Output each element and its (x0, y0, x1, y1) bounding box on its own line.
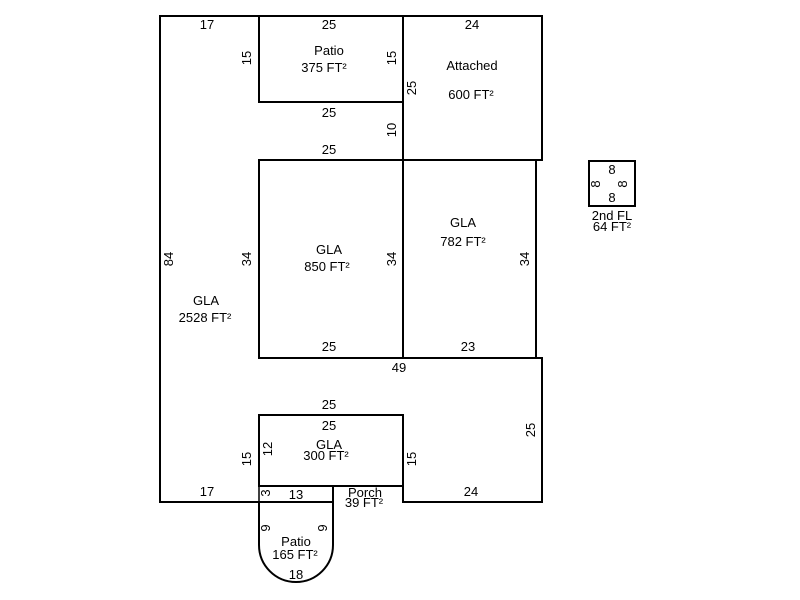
gla-300-area: 300 FT² (303, 448, 349, 463)
dim-gla782-bottom: 23 (461, 339, 475, 354)
dim-second-fl-top: 8 (608, 162, 615, 177)
dim-mid-49: 49 (392, 360, 406, 375)
dim-gla300-outer-top: 25 (322, 397, 336, 412)
dim-gla300-left: 12 (260, 442, 275, 456)
attached-label: Attached (446, 58, 497, 73)
second-floor-room (588, 160, 636, 207)
dim-gap-10: 10 (384, 123, 399, 137)
gla-main-label: GLA (193, 293, 219, 308)
dim-patio-bottom-bottom: 18 (289, 567, 303, 582)
patio-bottom-label: Patio (281, 534, 311, 549)
dim-patio-top-left: 15 (239, 51, 254, 65)
dim-second-fl-bottom: 8 (608, 190, 615, 205)
dim-gla782-right: 34 (517, 252, 532, 266)
gla-main-area: 2528 FT² (179, 310, 232, 325)
dim-porch-3: 3 (258, 489, 273, 496)
dim-gla300-top: 25 (322, 418, 336, 433)
dim-gla850-left: 34 (239, 252, 254, 266)
dim-patio-top-bottom: 25 (322, 105, 336, 120)
gla-782-area: 782 FT² (440, 234, 486, 249)
gla-850-label: GLA (316, 242, 342, 257)
attached-area: 600 FT² (448, 87, 494, 102)
dim-porch-13: 13 (289, 487, 303, 502)
patio-top-label: Patio (314, 43, 344, 58)
dim-patio-top-right: 15 (384, 51, 399, 65)
dim-gla300-right: 15 (404, 452, 419, 466)
dim-patio-bottom-left: 9 (258, 524, 273, 531)
gla-300-label: GLA (316, 437, 342, 452)
dim-attached-left: 25 (404, 81, 419, 95)
patio-bottom-area: 165 FT² (272, 547, 318, 562)
dim-second-fl-left: 8 (588, 180, 603, 187)
patio-top-area: 375 FT² (301, 60, 347, 75)
gla-782-label: GLA (450, 215, 476, 230)
dim-main-bottom-right: 24 (464, 484, 478, 499)
dim-gla850-top: 25 (322, 142, 336, 157)
porch-strip (258, 485, 334, 503)
dim-main-top-left: 17 (200, 17, 214, 32)
second-floor-label: 2nd FL (592, 208, 632, 223)
dim-right-25: 25 (523, 423, 538, 437)
dim-gla850-bottom: 25 (322, 339, 336, 354)
dim-second-fl-right: 8 (615, 180, 630, 187)
porch-label: Porch (348, 485, 382, 500)
dim-main-left: 84 (161, 252, 176, 266)
dim-patio-top-top: 25 (322, 17, 336, 32)
second-floor-area: 64 FT² (593, 219, 632, 234)
patio-bottom-room (258, 502, 334, 583)
dim-attached-top: 24 (465, 17, 479, 32)
dim-gla300-left-outer: 15 (239, 452, 254, 466)
dim-patio-bottom-right: 9 (315, 524, 330, 531)
gla-850-area: 850 FT² (304, 259, 350, 274)
porch-area: 39 FT² (345, 495, 384, 510)
dim-main-bottom-left: 17 (200, 484, 214, 499)
dim-gla850-right: 34 (384, 252, 399, 266)
